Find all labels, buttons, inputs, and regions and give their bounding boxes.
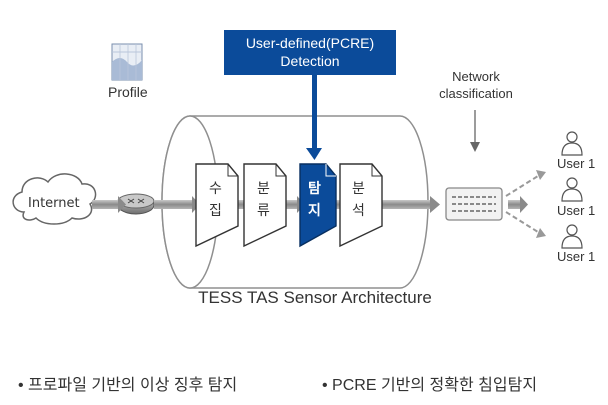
stage-collect	[195, 163, 239, 248]
network-classification-line2: classification	[439, 86, 513, 101]
classification-arrow	[470, 110, 480, 152]
stage-collect-char2: 집	[209, 202, 222, 218]
detection-line2: Detection	[280, 53, 340, 69]
stage-classify-char2: 류	[257, 202, 270, 218]
user-icon	[561, 224, 583, 249]
network-classification-label: Network classification	[430, 68, 522, 102]
diagram-caption: TESS TAS Sensor Architecture	[198, 288, 432, 307]
stage-analyze-char1: 분	[352, 180, 365, 196]
classifier-device-icon	[445, 187, 503, 221]
stage-classify-char1: 분	[257, 180, 270, 196]
user-icon	[561, 177, 583, 202]
stage-detect-char2: 지	[308, 202, 321, 218]
user-label: User 1	[557, 203, 596, 218]
bullet-profile-anomaly: • 프로파일 기반의 이상 징후 탐지	[18, 377, 238, 394]
pcre-detection-box: User-defined(PCRE) Detection	[224, 30, 396, 75]
internet-label: Internet	[28, 196, 80, 211]
stage-detect-char1: 탐	[308, 180, 321, 196]
user-label: User 1	[557, 156, 596, 171]
stage-detect	[299, 163, 337, 248]
internet-cloud-icon	[12, 173, 97, 225]
user-icon	[561, 131, 583, 156]
stage-classify	[243, 163, 287, 248]
fanout-arrows	[505, 175, 539, 233]
detection-arrow	[306, 75, 322, 160]
stage-analyze-char2: 석	[352, 202, 365, 218]
user-label: User 1	[557, 249, 596, 264]
profile-label: Profile	[108, 84, 148, 100]
profile-icon	[111, 43, 143, 81]
stage-analyze	[339, 163, 383, 248]
bullet-pcre-intrusion: • PCRE 기반의 정확한 침입탐지	[322, 377, 538, 394]
stage-collect-char1: 수	[209, 180, 222, 196]
network-classification-line1: Network	[452, 69, 500, 84]
detection-line1: User-defined(PCRE)	[245, 35, 375, 51]
